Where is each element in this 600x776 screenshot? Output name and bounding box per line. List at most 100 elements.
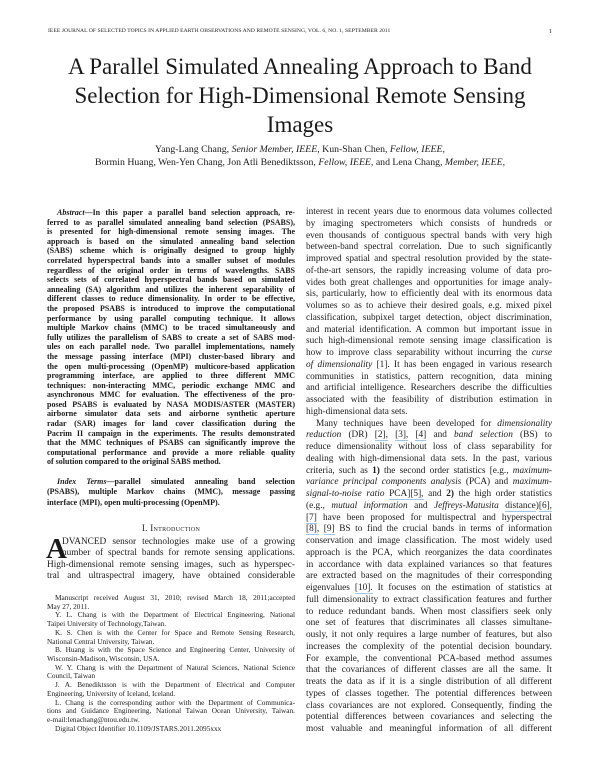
text-line: performance by using parallel computing … xyxy=(47,314,295,324)
citation-link[interactable]: PCA][5], xyxy=(389,489,424,500)
index-terms: Index Terms—parallel simulated annealing… xyxy=(47,477,295,508)
text-line: one set of features that discriminates a… xyxy=(306,618,552,630)
text-span: asynchronous MMC for evaluation. The eff… xyxy=(47,390,295,400)
text-line: different classes to reduce dimensionali… xyxy=(47,294,295,304)
text-line: of solution compared to the original SAB… xyxy=(47,457,295,467)
emphasis-text: Fellow, IEEE xyxy=(389,144,443,155)
text-span: and xyxy=(407,500,435,511)
text-line: interest in recent years due to enormous… xyxy=(306,207,552,219)
text-span: full dimensionality to extract classific… xyxy=(306,594,552,605)
emphasis-text: variance principal components analysis xyxy=(306,477,462,488)
text-line: [8], [9] BS to find the crucial bands in… xyxy=(306,524,552,536)
text-line: class covariances are not explored. Cons… xyxy=(306,701,552,713)
emphasis-text: Index Terms xyxy=(57,477,107,486)
text-line: dealing with high-dimensional data sets.… xyxy=(306,454,552,466)
text-span: such high-dimensional remote sensing ima… xyxy=(306,336,552,347)
citation-link[interactable]: [6], xyxy=(538,500,552,512)
paragraph: L. Chang is the corresponding author wit… xyxy=(47,699,295,725)
emphasis-text: Abstract xyxy=(57,208,85,217)
citation-link[interactable]: [3], xyxy=(395,430,409,442)
text-line: signal-to-noise ratio PCA][5], and 2) th… xyxy=(306,489,552,501)
text-span: even thousands of contiguous spectral ba… xyxy=(306,230,552,241)
text-line: asynchronous MMC for evaluation. The eff… xyxy=(47,390,295,400)
text-span: classification, subpixel target detectio… xyxy=(306,312,552,323)
text-span: criteria, such as xyxy=(306,465,373,476)
citation-link[interactable]: [10]. xyxy=(354,583,373,594)
emphasis-text: of dimensionality xyxy=(306,359,373,370)
emphasis-text: maximum- xyxy=(512,465,552,476)
paragraph: K. S. Chen is with the Center for Space … xyxy=(47,629,295,646)
text-span: number of spectral bands for remote sens… xyxy=(62,548,295,559)
text-line: reduce dimensionality without loss of cl… xyxy=(306,442,552,454)
citation-link[interactable]: distance xyxy=(505,500,536,512)
title-line: A Parallel Simulated Annealing Approach … xyxy=(68,54,532,79)
text-line: Digital Object Identifier 10.1109/JSTARS… xyxy=(47,725,295,734)
emphasis-text: 2) xyxy=(446,489,454,499)
text-span: (e.g., xyxy=(306,500,332,511)
text-span: conservation and image classification. T… xyxy=(306,536,552,546)
abstract: Abstract—In this paper a parallel band s… xyxy=(47,208,295,467)
text-span: class covariances are not explored. Cons… xyxy=(306,700,552,711)
footnotes: Manuscript received August 31, 2010; rev… xyxy=(47,594,295,734)
author-list: Yang-Lang Chang, Senior Member, IEEE, Ku… xyxy=(20,144,580,169)
text-line: J. A. Benediktsson is with the Departmen… xyxy=(47,681,295,690)
text-span: —In this paper a parallel band selection… xyxy=(84,208,295,217)
citation-link[interactable]: [9] xyxy=(323,524,335,536)
paper-title: A Parallel Simulated Annealing Approach … xyxy=(20,52,580,139)
text-line: regardless of the original order in term… xyxy=(47,266,295,276)
text-span: the open multi-processing (OpenMP) multi… xyxy=(47,361,295,371)
text-line: Wisconsin-Madison, Wisconsin, USA. xyxy=(47,655,295,664)
text-line: ules on each parallel node. Two parallel… xyxy=(47,342,295,352)
text-line: increases the complexity of the potentia… xyxy=(306,642,552,654)
text-line: approach is the PCA, which reorganizes t… xyxy=(306,548,552,560)
text-line: classification, subpixel target detectio… xyxy=(306,313,552,325)
text-span: radar (SAR) images for land cover classi… xyxy=(47,419,295,429)
text-span: Many techniques have been developed for xyxy=(316,418,498,429)
text-span: approach is based on the simulated annea… xyxy=(47,236,295,246)
citation-link[interactable]: [8], xyxy=(306,524,320,536)
text-span: have been proposed for multispectral and… xyxy=(316,512,552,523)
text-line: (PSABS), multiple Markov chains (MMC), m… xyxy=(47,487,295,497)
text-line: L. Chang is the corresponding author wit… xyxy=(47,699,295,708)
text-span: Yang-Lang Chang, xyxy=(155,144,232,155)
text-line: between-band spectral correlation. Due t… xyxy=(306,242,552,254)
text-span: and xyxy=(423,489,447,499)
text-line: treats the data as if it is a single dis… xyxy=(306,677,552,689)
citation-link[interactable]: [2], xyxy=(374,430,388,442)
journal-name: IEEE Journal of Selected Topics in Appli… xyxy=(48,28,391,34)
text-line: that the covariances of different classe… xyxy=(306,665,552,677)
text-span: (SABS) scheme which is originally design… xyxy=(47,246,295,256)
text-span: ferred to as parallel simulated annealin… xyxy=(47,217,295,227)
section-heading-introduction: I. Introduction xyxy=(141,523,201,533)
text-span: communities in statistics, pattern recog… xyxy=(306,371,552,382)
text-span: K. S. Chen is with the Center for Space … xyxy=(55,628,295,637)
text-line: posed PSABS is evaluated by NASA MODIS/A… xyxy=(47,400,295,410)
text-span: most valuable and meaningful information… xyxy=(306,724,552,734)
text-span: Y. L. Chang is with the Department of El… xyxy=(55,611,295,620)
text-span: correlated hyperspectral bands into a sm… xyxy=(47,255,295,265)
text-line: W. Y. Chang is with the Department of Na… xyxy=(47,664,295,673)
text-span: It focuses on the estimation of statisti… xyxy=(372,583,552,593)
text-span: of-the-art sensors, the rapidly increasi… xyxy=(306,265,552,276)
text-span: the second order statistics [e.g., xyxy=(379,465,513,476)
text-span: of solution compared to the original SAB… xyxy=(47,457,221,467)
emphasis-text: band selection xyxy=(454,430,513,441)
text-span: Taipei University of Technology,Taiwan. xyxy=(47,620,167,629)
text-span: treats the data as if it is a single dis… xyxy=(306,677,552,687)
text-line: criteria, such as 1) the second order st… xyxy=(306,466,552,478)
text-span: DVANCED sensor technologies make use of … xyxy=(62,537,295,547)
text-span: potential differences between covariance… xyxy=(306,712,552,723)
text-span: one set of features that discriminates a… xyxy=(306,618,552,629)
text-line: to reduce redundant bands. When most cla… xyxy=(306,607,552,619)
text-line: types of classes together. The potential… xyxy=(306,689,552,701)
text-span: Bormin Huang, Wen-Yen Chang, Jon Atli Be… xyxy=(94,156,319,168)
emphasis-text: Jeffreys-Matusita xyxy=(434,500,499,511)
text-line: National Central University, Taiwan. xyxy=(47,638,295,647)
emphasis-text: dimensionality xyxy=(497,418,552,429)
drop-cap: A xyxy=(46,533,67,565)
text-span: selects sets of correlated hyperspectral… xyxy=(47,275,295,285)
citation-link[interactable]: [4] xyxy=(415,430,427,442)
citation-link[interactable]: [7] xyxy=(306,512,317,524)
text-span: improved spatial and spectral resolution… xyxy=(306,254,552,264)
text-span: associated with the feasibility of distr… xyxy=(306,395,552,405)
